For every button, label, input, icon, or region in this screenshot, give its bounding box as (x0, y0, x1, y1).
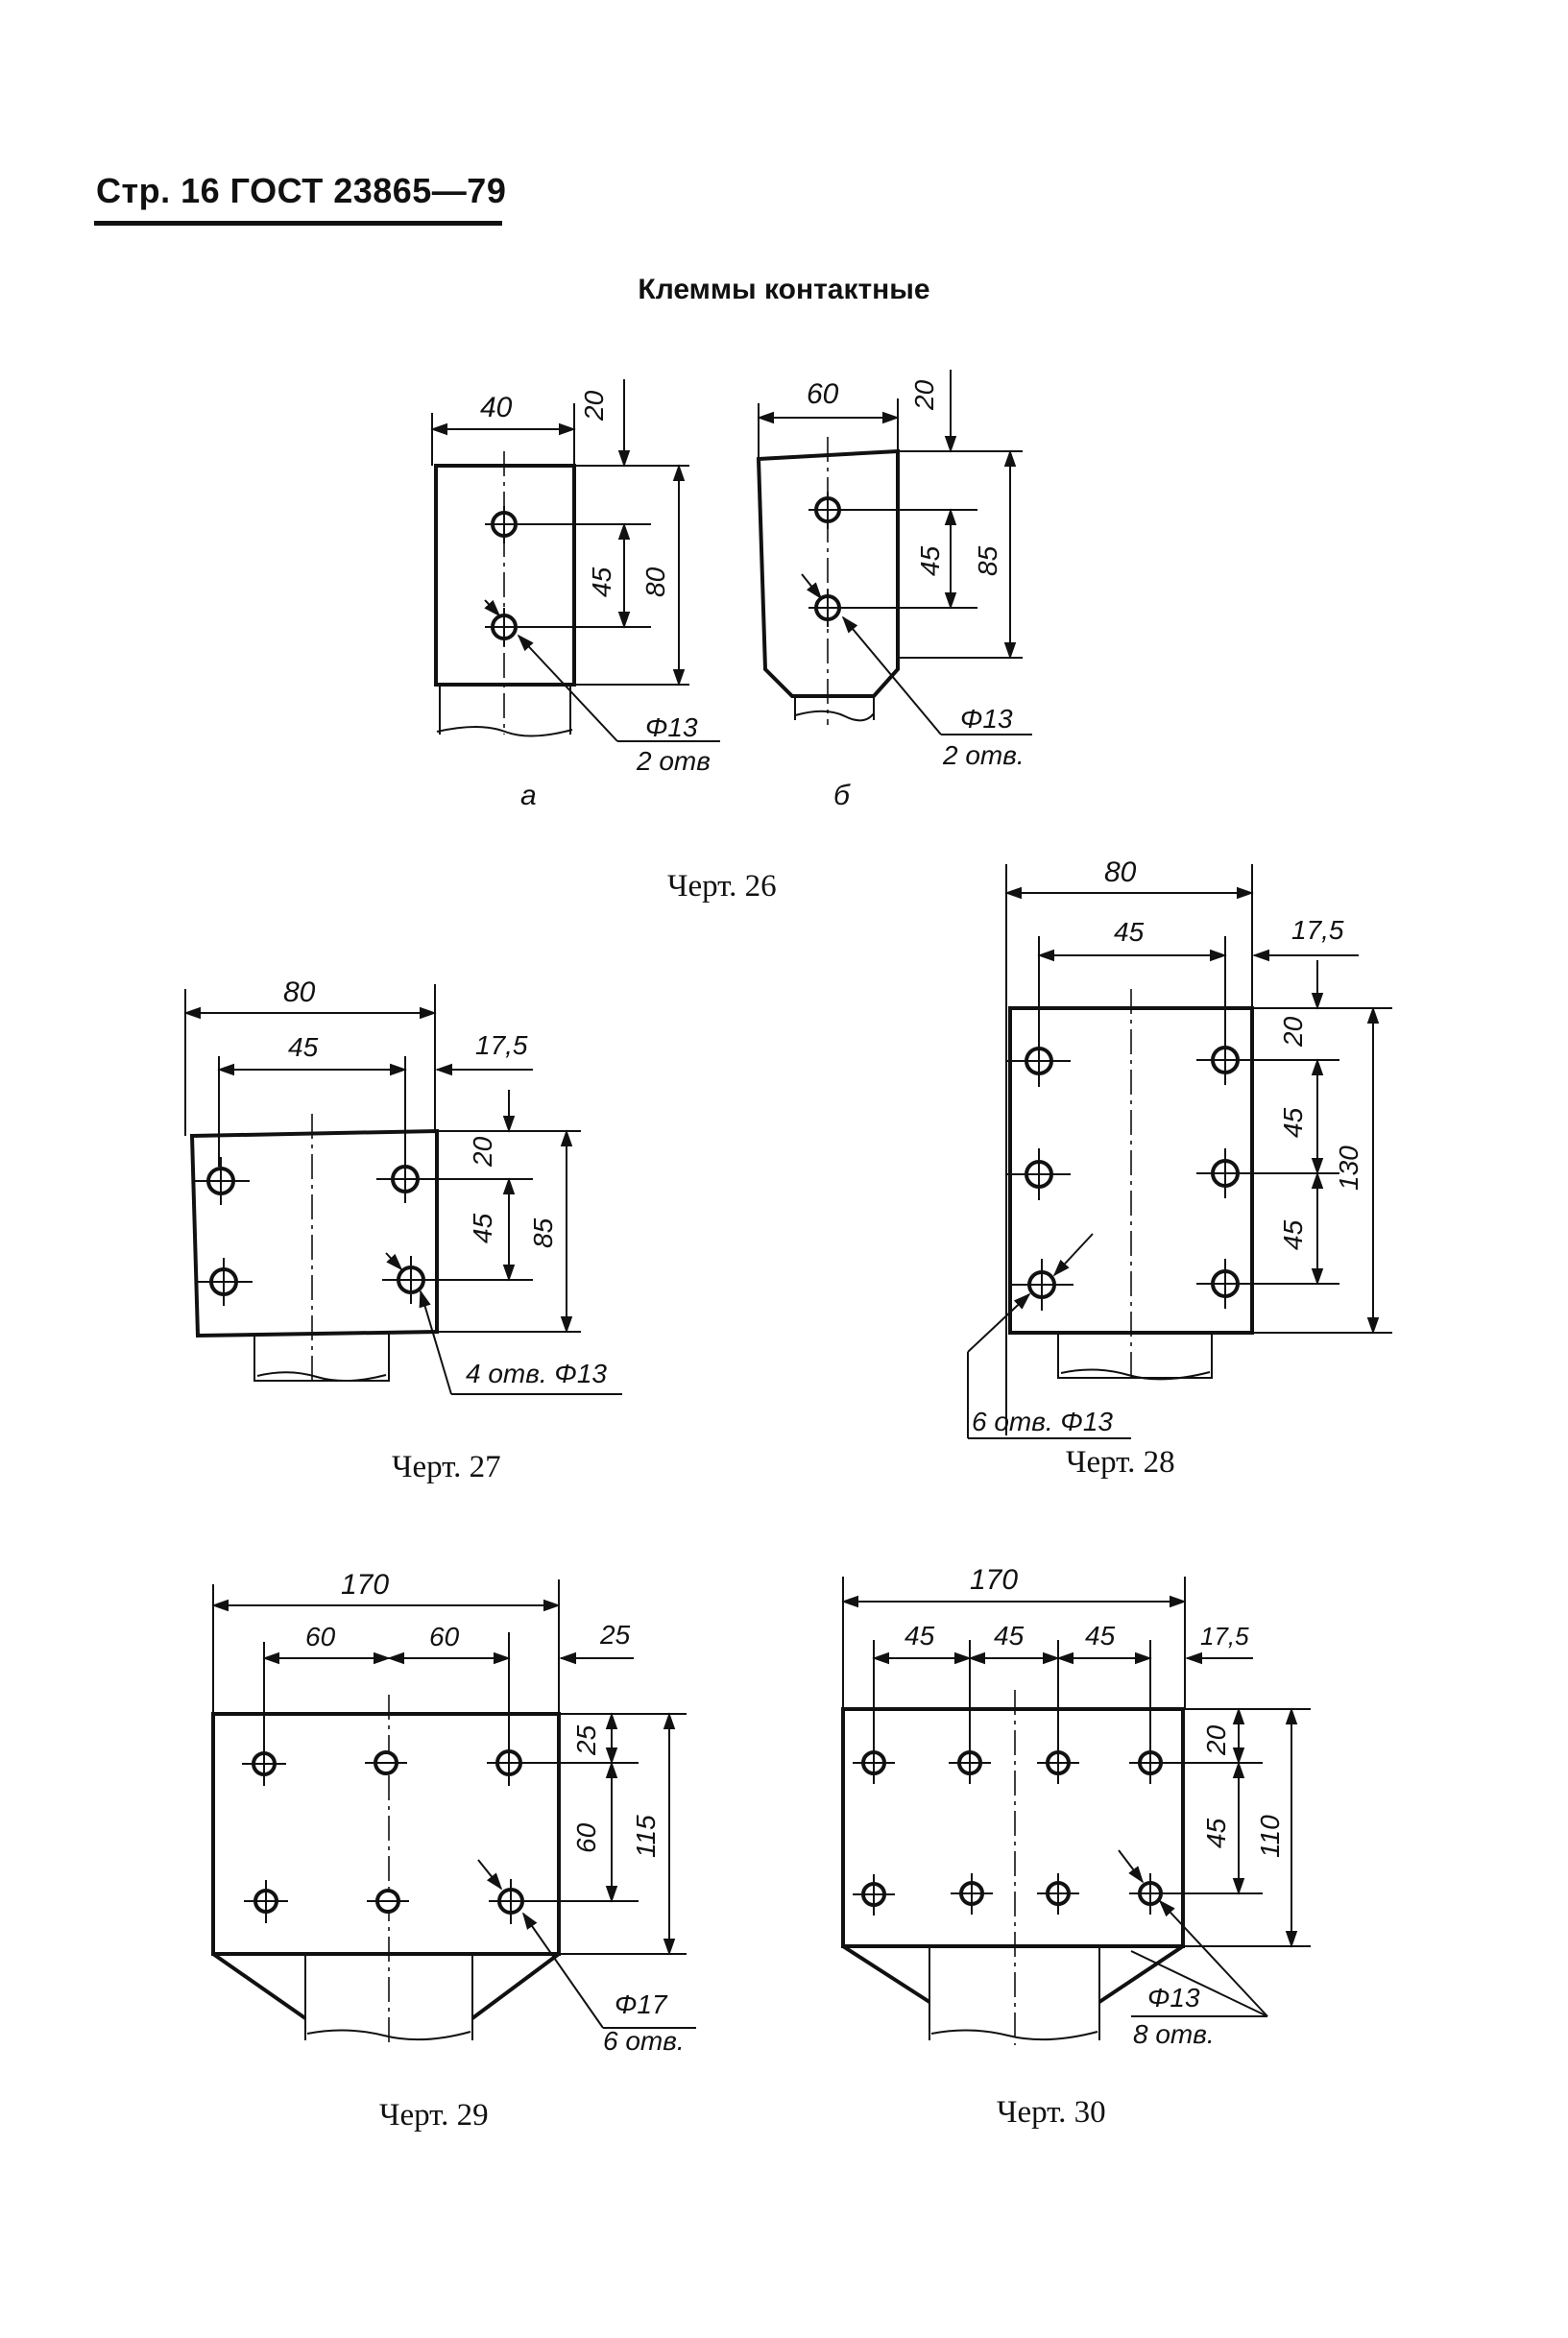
fig29-pitchx2-label: 60 (429, 1622, 460, 1651)
fig27-holes-label: 4 отв. Φ13 (466, 1359, 607, 1388)
fig29-margin-label: 25 (599, 1620, 631, 1650)
fig28-holes-label: 6 отв. Φ13 (972, 1407, 1113, 1436)
fig28-pitchx-label: 45 (1114, 917, 1145, 947)
fig26b-drawing (756, 370, 1032, 735)
caption-fig28: Черт. 28 (1066, 1445, 1175, 1480)
fig26a-count-label: 2 отв (636, 746, 711, 776)
fig30-pitchy-label: 45 (1201, 1818, 1231, 1848)
fig26a-variant-label: а (520, 780, 537, 811)
fig30-pitchx3-label: 45 (1085, 1621, 1116, 1651)
fig27-top-label: 20 (468, 1136, 497, 1168)
fig29-count-label: 6 отв. (603, 2026, 685, 2056)
header-rule (94, 221, 502, 226)
fig26a-pitch-label: 45 (587, 566, 616, 597)
fig27-pitchy-label: 45 (468, 1213, 497, 1243)
fig28-pitchy2-label: 45 (1278, 1219, 1308, 1250)
fig30-count-label: 8 отв. (1133, 2019, 1215, 2049)
fig29-pitchy-label: 60 (571, 1822, 601, 1853)
fig30-plate (841, 1707, 1185, 1948)
fig30-margin-label: 17,5 (1200, 1622, 1249, 1651)
fig29-plate (211, 1712, 561, 1956)
page-header: Стр. 16 ГОСТ 23865—79 (96, 171, 507, 210)
fig26b-height-label: 85 (973, 545, 1002, 576)
fig26b-top-label: 20 (909, 379, 939, 411)
fig26b-count-label: 2 отв. (942, 740, 1025, 770)
fig26a-drawing (430, 379, 720, 742)
fig28-width-label: 80 (1104, 856, 1137, 888)
fig28-margin-label: 17,5 (1291, 915, 1344, 945)
fig28-drawing (967, 864, 1392, 1439)
fig26a-top-label: 20 (579, 390, 609, 422)
fig30-top-label: 20 (1201, 1724, 1231, 1756)
fig29-width-label: 170 (341, 1569, 389, 1601)
fig30-width-label: 170 (970, 1564, 1018, 1596)
fig26b-variant-label: б (833, 780, 851, 811)
fig30-height-label: 110 (1255, 1815, 1285, 1858)
section-title: Клеммы контактные (638, 274, 930, 305)
fig26b-width-label: 60 (807, 378, 839, 410)
fig26a-width-label: 40 (480, 392, 513, 423)
caption-fig26: Черт. 26 (667, 869, 777, 904)
fig26a-hole-label: Φ13 (645, 712, 698, 742)
fig27-margin-label: 17,5 (475, 1030, 528, 1060)
fig29-pitchx1-label: 60 (305, 1622, 336, 1651)
caption-fig27: Черт. 27 (392, 1450, 501, 1484)
fig26b-hole-label: Φ13 (960, 704, 1013, 734)
caption-fig30: Черт. 30 (997, 2095, 1106, 2130)
fig29-top-label: 25 (571, 1724, 601, 1756)
fig27-plate (189, 1128, 439, 1338)
fig27-width-label: 80 (283, 976, 316, 1008)
fig27-height-label: 85 (528, 1217, 558, 1248)
fig30-pitchx1-label: 45 (905, 1621, 935, 1651)
caption-fig29: Черт. 29 (379, 2098, 489, 2133)
fig27-pitchx-label: 45 (288, 1032, 319, 1062)
fig27-drawing (183, 984, 622, 1395)
fig29-height-label: 115 (631, 1815, 661, 1858)
fig28-height-label: 130 (1334, 1145, 1363, 1191)
fig26a-height-label: 80 (640, 566, 670, 597)
fig30-pitchx2-label: 45 (994, 1621, 1025, 1651)
fig28-top-label: 20 (1278, 1016, 1308, 1048)
fig30-hole-label: Φ13 (1147, 1983, 1200, 2013)
fig28-pitchy1-label: 45 (1278, 1107, 1308, 1138)
fig29-hole-label: Φ17 (615, 1989, 668, 2019)
fig29-drawing (211, 1579, 696, 2045)
fig26a-plate (434, 464, 576, 687)
fig26b-pitch-label: 45 (915, 545, 945, 576)
fig30-drawing (841, 1577, 1311, 2045)
